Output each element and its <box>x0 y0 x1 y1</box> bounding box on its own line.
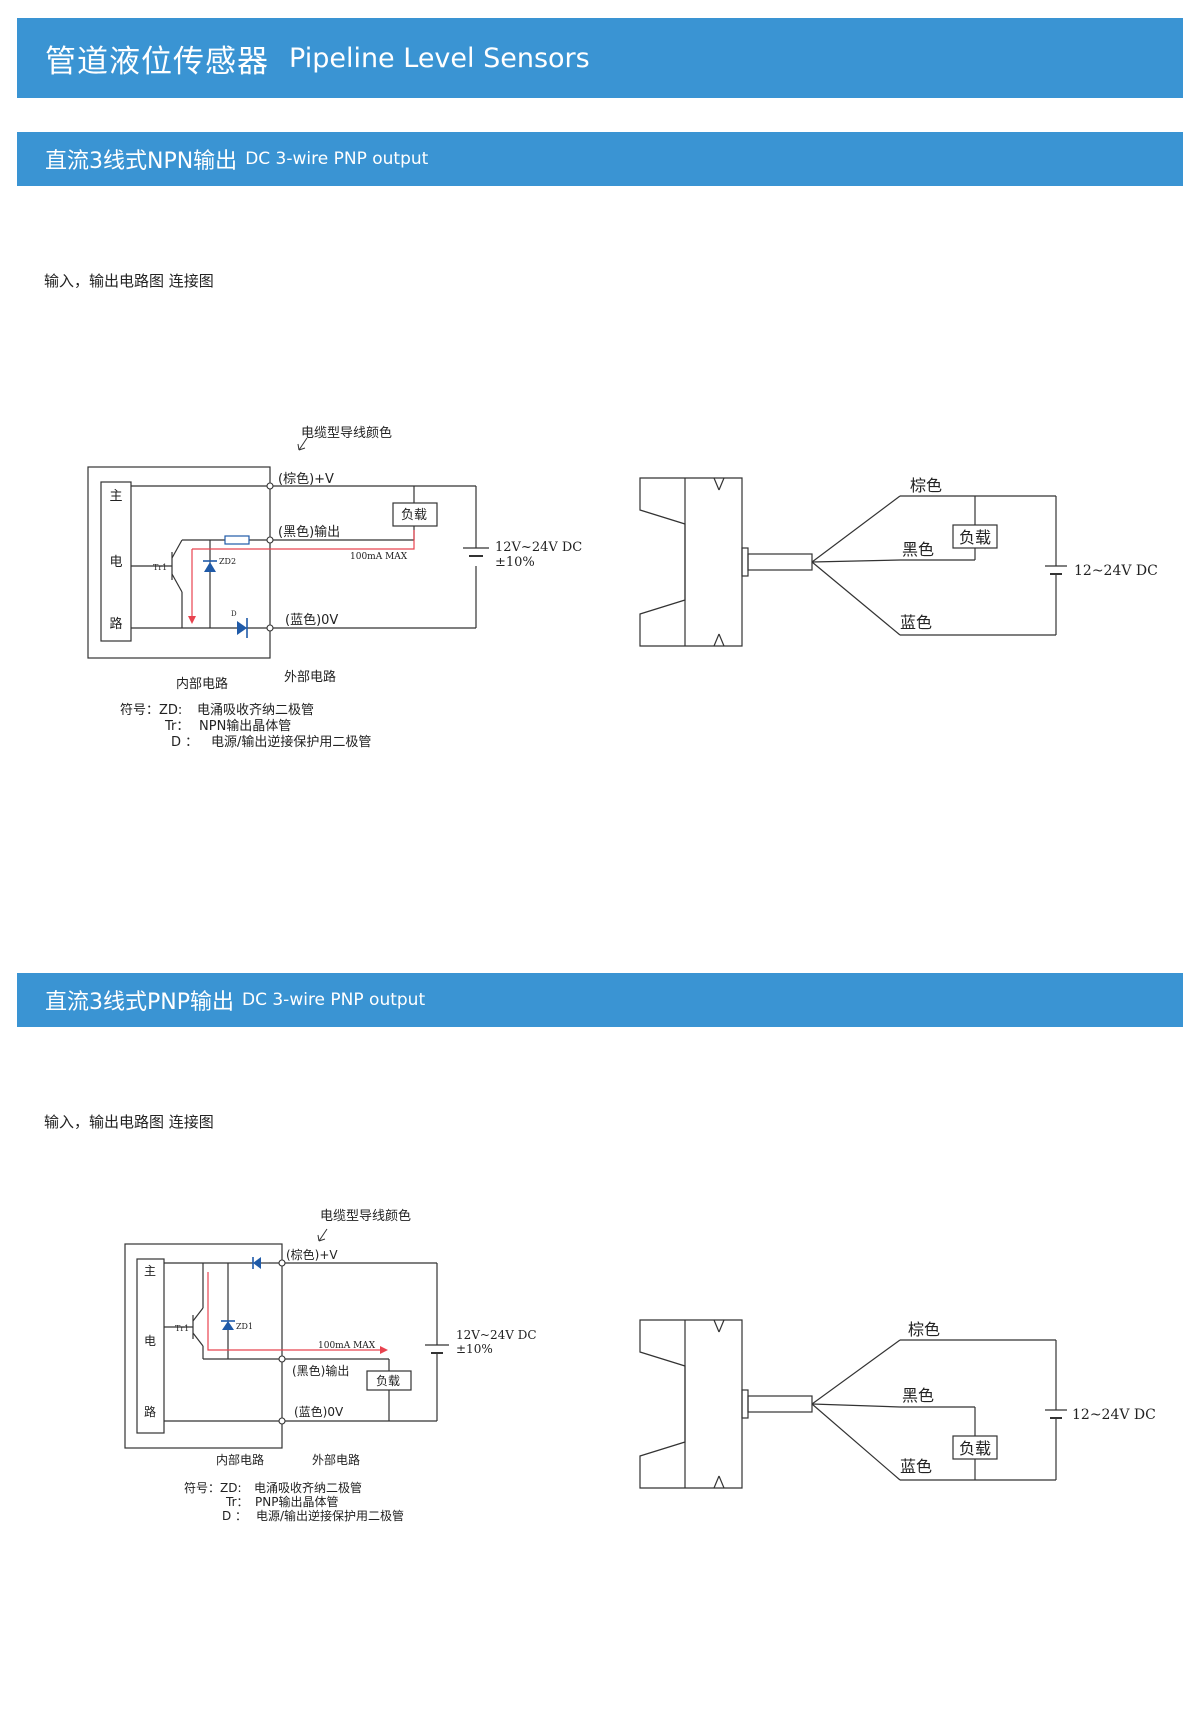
sensor-body <box>639 1319 743 1489</box>
diagram-label: 12V~24V DC <box>456 1328 537 1342</box>
diagram-label: NPN输出晶体管 <box>199 718 291 734</box>
section-title-en: DC 3-wire PNP output <box>245 149 429 169</box>
diagram-label: 外部电路 <box>312 1452 360 1467</box>
diagram-label: (蓝色)0V <box>294 1405 344 1419</box>
sensor-body <box>639 477 743 647</box>
zener-diode-icon <box>222 1321 234 1330</box>
sensor-cable <box>747 553 813 571</box>
diagram-label: D ： <box>171 735 198 750</box>
current-path <box>192 530 415 550</box>
blue-wire <box>811 1403 901 1481</box>
diagram-label: Tr1 <box>153 563 167 572</box>
load-box <box>952 1435 998 1460</box>
internal-circuit-box <box>124 1243 283 1449</box>
pnp-circuit-diagram: 电缆型导线颜色 主 电 路 (棕色)+V (黑色)输出 (蓝色)0V 负载 10… <box>124 1208 537 1523</box>
diagram-label: 电涌吸收齐纳二极管 <box>254 1480 362 1495</box>
diagram-label: (棕色)+V <box>286 1247 338 1262</box>
diagram-label: 蓝色 <box>900 613 932 632</box>
protection-diode-icon <box>237 621 247 635</box>
diagram-label: 内部电路 <box>176 676 228 692</box>
load-box <box>952 524 998 549</box>
diagram-label: 100mA MAX <box>318 1341 376 1351</box>
internal-circuit-box <box>87 466 271 659</box>
diagram-label: 电源/输出逆接保护用二极管 <box>256 1508 404 1523</box>
diagram-label: 负载 <box>959 528 991 547</box>
diagram-label: 内部电路 <box>216 1452 264 1467</box>
diagram-label: 符号：ZD: <box>184 1480 242 1495</box>
black-wire <box>811 1403 901 1408</box>
pnp-connection-diagram: 棕色 黑色 蓝色 负载 12~24V DC <box>639 1319 1156 1489</box>
diagram-label: (黑色)输出 <box>278 524 340 540</box>
diagram-label: 12~24V DC <box>1074 563 1158 579</box>
zener-diode-icon <box>204 562 216 572</box>
diagram-label: 外部电路 <box>284 669 336 685</box>
diagram-label: 12~24V DC <box>1072 1407 1156 1423</box>
diagram-label: 主 <box>144 1264 156 1278</box>
diagram-label: 电 <box>144 1334 156 1348</box>
diagram-label: 电 <box>109 555 122 570</box>
load-box <box>392 502 438 527</box>
diagram-label: PNP输出晶体管 <box>255 1494 338 1509</box>
diagram-label: 负载 <box>376 1374 400 1388</box>
diagram-label: 蓝色 <box>900 1457 932 1476</box>
diagram-label: 黑色 <box>902 1386 934 1405</box>
brown-wire <box>811 495 901 563</box>
page-title-zh: 管道液位传感器 <box>45 43 269 80</box>
diagram-label: 电涌吸收齐纳二极管 <box>197 702 314 718</box>
npn-circuit-diagram: 电缆型导线颜色 主 电 路 (棕色)+V (黑色)输出 (蓝色)0V 负载 10… <box>87 425 582 750</box>
protection-diode-icon <box>253 1257 261 1269</box>
diagram-label: ±10% <box>456 1342 493 1356</box>
diagram-label: ZD2 <box>219 557 236 566</box>
brown-wire <box>811 1339 901 1405</box>
page-title-en: Pipeline Level Sensors <box>289 42 590 74</box>
blue-wire <box>811 561 901 636</box>
diagram-label: 主 <box>109 489 122 504</box>
diagram-label: 负载 <box>401 508 427 523</box>
diagram-label: 100mA MAX <box>350 552 408 562</box>
section-caption: 输入，输出电路图 连接图 <box>44 1113 214 1131</box>
section-pnp-banner: 直流3线式PNP输出 DC 3-wire PNP output <box>17 973 1183 1027</box>
diagram-label: 负载 <box>959 1439 991 1458</box>
diagram-label: 电缆型导线颜色 <box>301 425 392 441</box>
diagram-label: (黑色)输出 <box>292 1363 349 1378</box>
resistor <box>224 535 250 545</box>
section-title-zh: 直流3线式PNP输出 <box>45 990 234 1015</box>
diagram-label: ±10% <box>495 555 535 570</box>
section-title-en: DC 3-wire PNP output <box>242 990 426 1010</box>
load-box <box>366 1370 412 1391</box>
diagram-label: D <box>231 610 237 618</box>
section-title-zh: 直流3线式NPN输出 <box>45 149 238 174</box>
diagram-label: 12V~24V DC <box>495 540 582 555</box>
diagram-label: ZD1 <box>236 1322 253 1331</box>
section-npn-banner: 直流3线式NPN输出 DC 3-wire PNP output <box>17 132 1183 186</box>
diagram-label: 黑色 <box>902 540 934 559</box>
diagram-label: 棕色 <box>910 476 942 495</box>
current-path <box>207 1272 382 1351</box>
diagram-label: 电缆型导线颜色 <box>320 1208 411 1224</box>
diagram-label: 路 <box>144 1404 156 1419</box>
section-caption: 输入，输出电路图 连接图 <box>44 272 214 290</box>
npn-connection-diagram: 棕色 黑色 蓝色 负载 12~24V DC <box>639 476 1158 647</box>
sensor-cable <box>747 1395 813 1413</box>
diagram-label: Tr1 <box>175 1324 189 1333</box>
diagram-label: 符号：ZD: <box>120 702 182 718</box>
diagram-label: 棕色 <box>908 1320 940 1339</box>
page-header-banner: 管道液位传感器 Pipeline Level Sensors <box>17 18 1183 98</box>
diagram-label: 电源/输出逆接保护用二极管 <box>211 734 371 750</box>
diagram-label: D ： <box>222 1509 247 1523</box>
main-circuit-block <box>100 481 132 642</box>
diagram-label: (蓝色)0V <box>285 612 338 628</box>
diagram-label: Tr： <box>164 719 189 734</box>
black-wire <box>811 559 901 563</box>
diagram-label: 路 <box>109 616 122 632</box>
diagram-label: (棕色)+V <box>278 471 334 487</box>
main-circuit-block <box>136 1258 165 1434</box>
diagram-label: Tr： <box>225 1495 249 1509</box>
